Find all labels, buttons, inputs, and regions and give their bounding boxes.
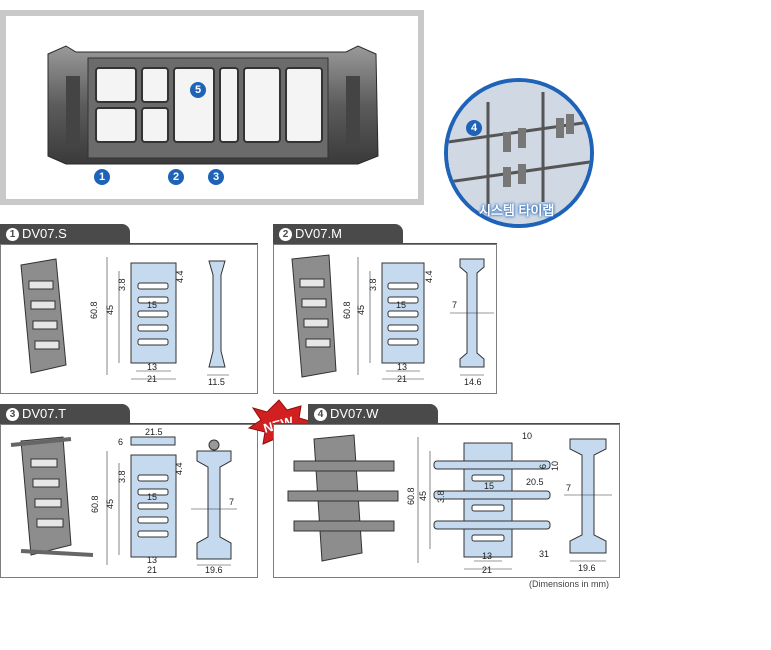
callout-4: 4 bbox=[466, 120, 482, 136]
dim-top2: 4.4 bbox=[174, 462, 184, 475]
dim-mid: 15 bbox=[147, 300, 157, 310]
tab-title: DV07.W bbox=[330, 406, 379, 421]
dim-side: 19.6 bbox=[205, 565, 223, 575]
tab-title: DV07.S bbox=[22, 226, 67, 241]
dim-bottom1: 13 bbox=[147, 362, 157, 372]
dim-height: 60.8 bbox=[90, 495, 100, 513]
callout-1: 1 bbox=[94, 169, 110, 185]
callout-3: 3 bbox=[208, 169, 224, 185]
dim-side-mid: 7 bbox=[452, 300, 457, 310]
dim-mid: 15 bbox=[396, 300, 406, 310]
dim-top1: 3.8 bbox=[117, 470, 127, 483]
tab-number: 1 bbox=[6, 228, 19, 241]
dim-bottom1: 13 bbox=[482, 551, 492, 561]
dim-inner: 45 bbox=[105, 499, 115, 509]
dim-side: 19.6 bbox=[578, 563, 596, 573]
panel-dv07-t: 21.5 6 60.8 45 3.8 4.4 15 13 21 7 19.6 bbox=[0, 424, 258, 578]
dim-w2: 6 bbox=[538, 464, 548, 469]
dim-side: 14.6 bbox=[464, 377, 482, 387]
dim-bottom2: 21 bbox=[147, 374, 157, 384]
dim-w5: 31 bbox=[539, 549, 549, 559]
tab-title: DV07.T bbox=[22, 406, 67, 421]
dim-bottom2: 21 bbox=[397, 374, 407, 384]
tab-title: DV07.M bbox=[295, 226, 342, 241]
hero-image: 1 2 3 5 bbox=[0, 10, 424, 205]
dim-bottom1: 13 bbox=[147, 555, 157, 565]
dim-w3: 10 bbox=[550, 461, 560, 471]
dim-top2: 4.4 bbox=[424, 270, 434, 283]
dim-top1: 3.8 bbox=[368, 278, 378, 291]
tab-number: 4 bbox=[314, 408, 327, 421]
panel-drawing: 21.5 6 60.8 45 3.8 4.4 15 13 21 7 19.6 bbox=[10, 427, 237, 575]
dim-inner: 45 bbox=[356, 305, 366, 315]
dim-mid: 15 bbox=[147, 492, 157, 502]
dim-top1: 3.8 bbox=[117, 278, 127, 291]
tie-illustration bbox=[448, 82, 590, 224]
callout-5: 5 bbox=[190, 82, 206, 98]
dim-bottom1: 13 bbox=[397, 362, 407, 372]
dim-bottom2: 21 bbox=[482, 565, 492, 575]
panel-dv07-m: 60.8 45 3.8 4.4 15 13 21 7 14.6 bbox=[273, 244, 497, 394]
dim-bottom2: 21 bbox=[147, 565, 157, 575]
detail-label: 시스템 타이랩 bbox=[479, 203, 555, 218]
dim-height: 60.8 bbox=[342, 301, 352, 319]
panel-drawing: 60.8 45 3.8 4.4 15 13 21 11.5 bbox=[20, 257, 229, 387]
dim-pin-top: 21.5 bbox=[145, 427, 163, 437]
footnote: (Dimensions in mm) bbox=[529, 579, 610, 589]
dim-mid: 15 bbox=[484, 481, 494, 491]
system-tie-detail: 4 bbox=[444, 78, 594, 228]
dim-top2: 4.4 bbox=[175, 270, 185, 283]
tab-number: 2 bbox=[279, 228, 292, 241]
callout-2: 2 bbox=[168, 169, 184, 185]
panel-drawing: 60.8 45 3.8 15 13 21 10 6 10 20.5 31 7 1… bbox=[287, 431, 612, 575]
dim-inner: 45 bbox=[105, 305, 115, 315]
panel-dv07-w: 60.8 45 3.8 15 13 21 10 6 10 20.5 31 7 1… bbox=[273, 424, 620, 578]
dim-side-mid: 7 bbox=[566, 483, 571, 493]
dim-w4: 20.5 bbox=[526, 477, 544, 487]
dim-side-mid: 7 bbox=[229, 497, 234, 507]
dim-w1: 10 bbox=[522, 431, 532, 441]
tab-number: 3 bbox=[6, 408, 19, 421]
chain-illustration bbox=[47, 45, 379, 165]
panel-dv07-s: 60.8 45 3.8 4.4 15 13 21 11.5 bbox=[0, 244, 258, 394]
dim-height: 60.8 bbox=[406, 487, 416, 505]
dim-top1: 3.8 bbox=[436, 490, 446, 503]
dim-height: 60.8 bbox=[89, 301, 99, 319]
dim-pin-side: 6 bbox=[118, 437, 123, 447]
dim-inner: 45 bbox=[418, 491, 428, 501]
dim-side: 11.5 bbox=[208, 377, 225, 387]
panel-drawing: 60.8 45 3.8 4.4 15 13 21 7 14.6 bbox=[291, 254, 494, 387]
